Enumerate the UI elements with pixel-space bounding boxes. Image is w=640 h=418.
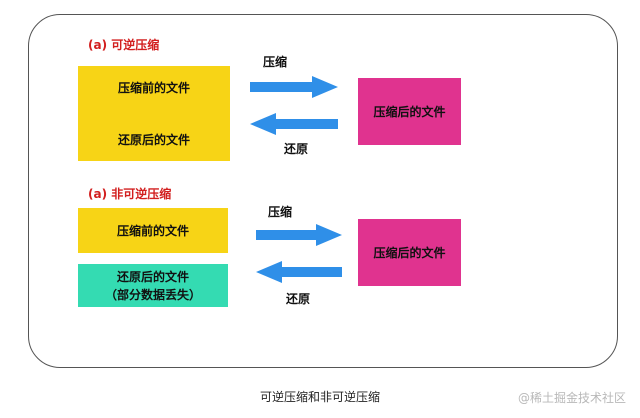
section-a-compress-label: 压缩 xyxy=(263,55,288,69)
section-b-restore-arrow-icon xyxy=(256,261,342,283)
section-b-compressed-file-box: 压缩后的文件 xyxy=(358,219,461,286)
section-b-before-file-label: 压缩前的文件 xyxy=(116,223,189,238)
section-b-restore-label: 还原 xyxy=(286,292,311,306)
section-b-title: (a) 非可逆压缩 xyxy=(88,187,172,201)
section-a-restore-label: 还原 xyxy=(284,142,309,156)
watermark: @稀土掘金技术社区 xyxy=(517,391,626,405)
section-a-restored-file-label: 还原后的文件 xyxy=(117,132,190,147)
section-a-compressed-file-label: 压缩后的文件 xyxy=(373,104,446,119)
section-a-before-file-label: 压缩前的文件 xyxy=(117,80,190,95)
section-b-data-loss-note: （部分数据丢失） xyxy=(104,287,201,302)
section-b-original-file-box: 压缩前的文件 xyxy=(78,208,228,253)
section-a-title: (a) 可逆压缩 xyxy=(88,38,160,52)
section-a-original-and-restored-box: 压缩前的文件 还原后的文件 xyxy=(78,66,230,161)
section-b-restored-file-box: 还原后的文件 （部分数据丢失） xyxy=(78,264,228,307)
section-a-compressed-file-box: 压缩后的文件 xyxy=(358,78,461,145)
section-b-compress-arrow-icon xyxy=(256,224,342,246)
section-a-compress-arrow-icon xyxy=(250,76,338,98)
section-b-compressed-file-label: 压缩后的文件 xyxy=(373,245,446,260)
figure-caption: 可逆压缩和非可逆压缩 xyxy=(259,390,380,404)
section-b-compress-label: 压缩 xyxy=(268,205,293,219)
section-b-restored-file-label: 还原后的文件 xyxy=(116,269,189,284)
section-a-restore-arrow-icon xyxy=(250,113,338,135)
